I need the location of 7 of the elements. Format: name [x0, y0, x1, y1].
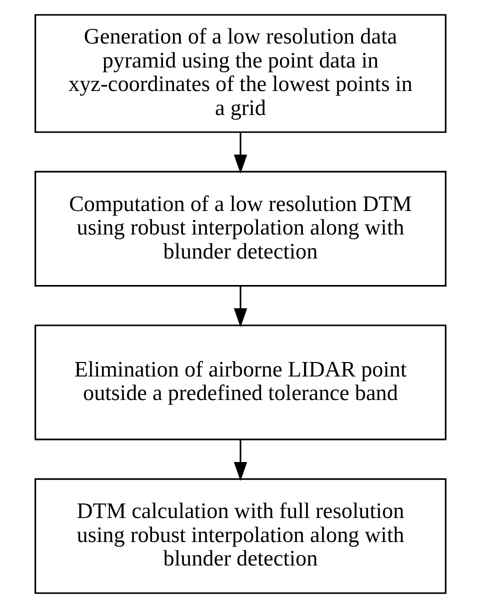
node-box: Generation of a low resolution data pyramid using the point data in xyz-coordinates of the lowest points in a grid: [34, 14, 446, 133]
arrow: [233, 286, 247, 328]
arrow: [233, 132, 247, 174]
node-box: Elimination of airborne LIDAR point outside a predefined tolerance band: [34, 324, 446, 440]
arrow: [233, 440, 247, 482]
node-box: DTM calculation with full resolution using robust interpolation along with blunder detection: [34, 478, 446, 594]
node-box: Computation of a low resolution DTM using robust interpolation along with blunder detection: [34, 170, 446, 287]
